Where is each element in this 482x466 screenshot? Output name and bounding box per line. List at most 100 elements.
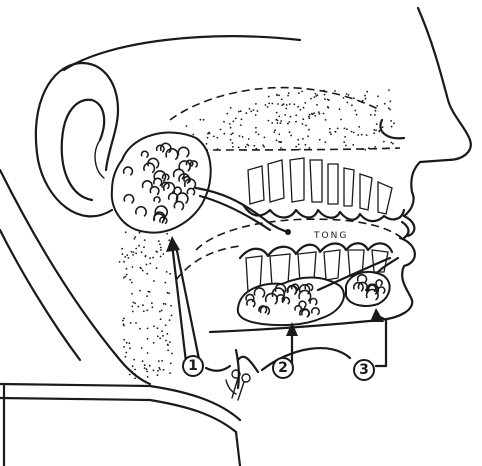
stipple-dot	[389, 100, 391, 102]
stipple-dot	[124, 256, 126, 258]
stipple-dot	[232, 132, 234, 134]
stipple-dot	[126, 268, 128, 270]
stipple-dot	[262, 144, 264, 146]
stipple-dot	[271, 122, 273, 124]
stipple-dot	[374, 146, 376, 148]
stipple-dot	[274, 129, 276, 131]
stipple-dot	[324, 141, 326, 143]
stipple-dot	[343, 97, 345, 99]
stipple-dot	[152, 306, 154, 308]
stipple-dot	[288, 92, 290, 94]
stipple-dot	[343, 141, 345, 143]
stipple-dot	[344, 127, 346, 129]
stipple-dot	[160, 256, 162, 258]
stipple-dot	[137, 306, 139, 308]
stipple-dot	[153, 342, 155, 344]
stipple-dot	[325, 119, 327, 121]
marker-2-label: 2	[278, 360, 288, 376]
stipple-dot	[303, 107, 305, 109]
stipple-dot	[170, 362, 172, 364]
stipple-dot	[132, 254, 134, 256]
stipple-dot	[309, 114, 311, 116]
stipple-dot	[361, 134, 363, 136]
stipple-dot	[143, 310, 145, 312]
stipple-dot	[119, 261, 121, 263]
stipple-dot	[146, 295, 148, 297]
stipple-dot	[302, 118, 304, 120]
stipple-dot	[206, 143, 208, 145]
stipple-dot	[135, 322, 137, 324]
stipple-dot	[388, 107, 390, 109]
stipple-dot	[147, 376, 149, 378]
stipple-dot	[127, 257, 129, 259]
stipple-dot	[146, 309, 148, 311]
stipple-dot	[376, 123, 378, 125]
stipple-dot	[319, 139, 321, 141]
stipple-dot	[131, 371, 133, 373]
stipple-dot	[376, 105, 378, 107]
stipple-dot	[147, 291, 149, 293]
stipple-dot	[134, 373, 136, 375]
stipple-dot	[125, 276, 127, 278]
stipple-dot	[377, 95, 379, 97]
parotid-gland	[112, 133, 291, 235]
stipple-dot	[278, 133, 280, 135]
stipple-dot	[391, 142, 393, 144]
stipple-dot	[257, 110, 259, 112]
stipple-dot	[125, 352, 127, 354]
stipple-dot	[208, 132, 210, 134]
stipple-dot	[229, 123, 231, 125]
stipple-dot	[164, 282, 166, 284]
stipple-dot	[308, 116, 310, 118]
stipple-dot	[286, 104, 288, 106]
stipple-dot	[278, 116, 280, 118]
stipple-dot	[142, 304, 144, 306]
stipple-dot	[139, 328, 141, 330]
stipple-dot	[344, 136, 346, 138]
stipple-dot	[352, 144, 354, 146]
arrow-head-3	[370, 308, 384, 322]
stipple-dot	[248, 138, 250, 140]
stipple-dot	[130, 322, 132, 324]
stipple-dot	[159, 369, 161, 371]
parotid-duct-opening	[285, 229, 291, 235]
stipple-dot	[378, 131, 380, 133]
stipple-dot	[284, 114, 286, 116]
stipple-dot	[166, 233, 168, 235]
stipple-dot	[280, 122, 282, 124]
stipple-dot	[171, 353, 173, 355]
stipple-dot	[276, 94, 278, 96]
stipple-dot	[186, 125, 188, 127]
stipple-dot	[357, 134, 359, 136]
stipple-dot	[157, 374, 159, 376]
stipple-dot	[153, 280, 155, 282]
stipple-dot	[328, 99, 330, 101]
stipple-dot	[390, 120, 392, 122]
stipple-dot	[276, 139, 278, 141]
stipple-dot	[123, 323, 125, 325]
stipple-dot	[233, 120, 235, 122]
stipple-dot	[149, 365, 151, 367]
stipple-dot	[169, 319, 171, 321]
stipple-dot	[386, 147, 388, 149]
stipple-dot	[129, 279, 131, 281]
stipple-dot	[149, 257, 151, 259]
stipple-dot	[264, 137, 266, 139]
stipple-dot	[295, 146, 297, 148]
stipple-dot	[290, 116, 292, 118]
stipple-dot	[351, 131, 353, 133]
stipple-dot	[126, 254, 128, 256]
stipple-dot	[156, 251, 158, 253]
stipple-dot	[126, 274, 128, 276]
stipple-dot	[131, 293, 133, 295]
stipple-dot	[353, 97, 355, 99]
stipple-dot	[288, 121, 290, 123]
stipple-dot	[282, 149, 284, 151]
stipple-dot	[340, 119, 342, 121]
stipple-dot	[245, 112, 247, 114]
stipple-dot	[366, 91, 368, 93]
stipple-dot	[280, 120, 282, 122]
stipple-dot	[153, 325, 155, 327]
stipple-dot	[163, 253, 165, 255]
